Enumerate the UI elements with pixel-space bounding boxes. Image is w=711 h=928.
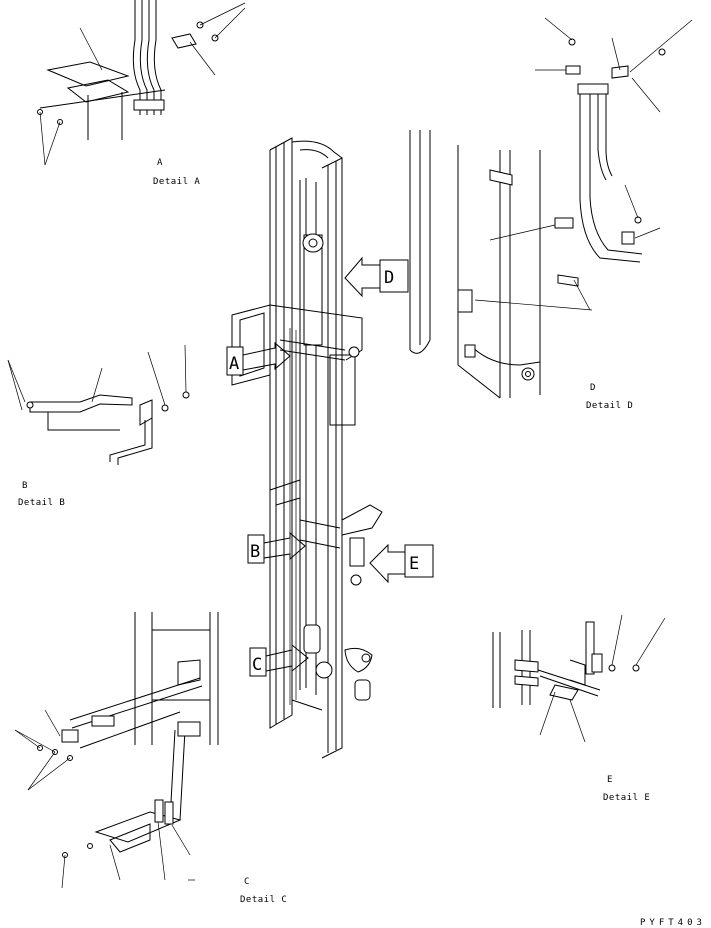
mast-assembly [231,137,383,759]
detail-d-title: Detail D [586,401,633,411]
callout-e-label: E [409,554,419,574]
callout-b-label: B [250,542,260,562]
detail-d-key: D [590,383,596,393]
detail-a-drawing [37,0,246,166]
detail-c-drawing [14,612,219,889]
callout-c-label: C [252,655,262,675]
detail-e-drawing [492,614,666,743]
callout-a: A [226,341,291,376]
callout-a-label: A [229,354,239,374]
detail-c-title: Detail C [240,895,287,905]
callout-b: B [247,531,306,564]
callout-c: C [249,643,309,677]
detail-b-title: Detail B [18,498,65,508]
detail-e-key: E [607,775,613,785]
callout-d-label: D [384,268,394,288]
detail-a-title: Detail A [153,177,200,187]
drawing-code: PYFT403 [640,918,706,928]
detail-b-key: B [22,481,28,491]
callout-d: D [344,256,409,298]
detail-a-key: A [157,158,163,168]
detail-d-drawing [409,17,693,399]
detail-b-drawing [7,344,190,465]
detail-c-key: C [244,877,250,887]
callout-e: E [369,543,434,584]
detail-e-title: Detail E [603,793,650,803]
